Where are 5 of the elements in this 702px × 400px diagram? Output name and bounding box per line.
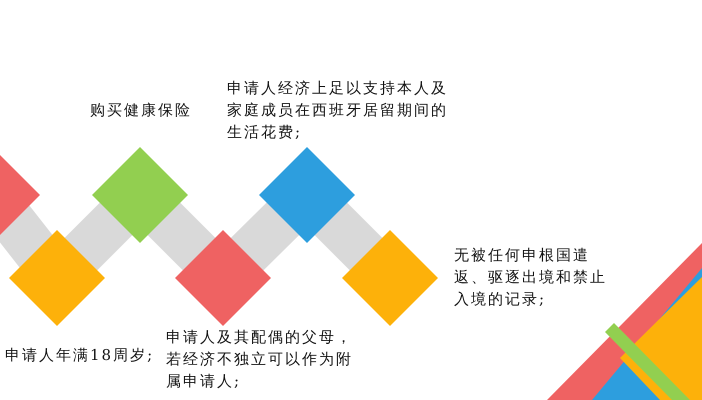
caption-text: 申请人经济上足以支持本人及家庭成员在西班牙居留期间的生活花费; [227,78,449,143]
caption-text: 申请人及其配偶的父母，若经济不独立可以作为附属申请人; [166,327,354,392]
caption-text: 申请人年满18周岁; [5,345,156,366]
caption-text: 购买健康保险 [90,100,193,121]
caption-text: 无被任何申根国遣返、驱逐出境和禁止入境的记录; [454,245,608,310]
